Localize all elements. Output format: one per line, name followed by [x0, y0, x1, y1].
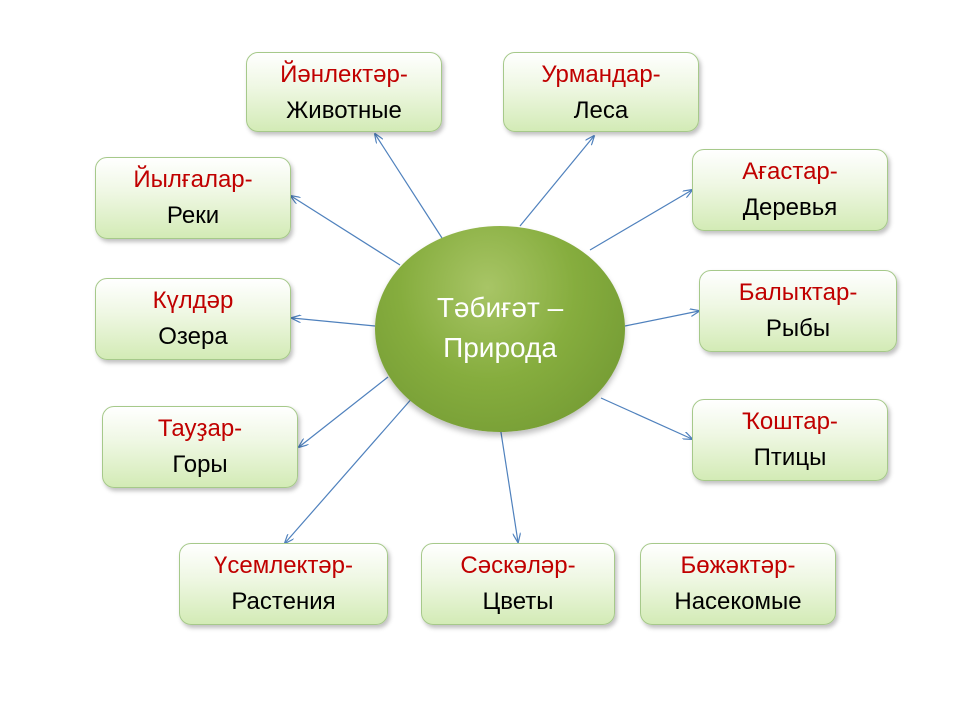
term-bashkir: Урмандар- — [541, 61, 661, 88]
arrow-to-mountains — [299, 376, 389, 447]
arrow-to-lakes — [292, 318, 376, 327]
node-forests: Урмандар- Леса — [503, 52, 699, 132]
center-topic-nature: Тәбиғәт – Природа — [375, 226, 625, 432]
arrow-to-trees — [589, 190, 692, 251]
term-bashkir: Йылғалар- — [133, 166, 253, 193]
term-bashkir: Сәскәләр- — [460, 552, 576, 579]
node-flowers: Сәскәләр- Цветы — [421, 543, 615, 625]
term-russian: Деревья — [742, 194, 838, 221]
arrow-to-fish — [624, 311, 699, 327]
node-animals: Йәнлектәр- Животные — [246, 52, 442, 132]
term-russian: Насекомые — [674, 588, 802, 615]
center-line-1: Тәбиғәт – — [436, 292, 564, 323]
arrow-to-rivers — [291, 196, 401, 266]
arrow-to-animals — [375, 134, 443, 239]
term-bashkir: Үсемлектәр- — [214, 552, 353, 579]
term-bashkir: Ағастар- — [742, 158, 838, 185]
term-russian: Животные — [286, 97, 402, 124]
node-lakes: Күлдәр Озера — [95, 278, 291, 360]
node-trees: Ағастар- Деревья — [692, 149, 888, 231]
term-russian: Горы — [172, 451, 228, 478]
arrow-to-flowers — [499, 425, 518, 542]
term-bashkir: Тауҙар- — [157, 415, 243, 442]
term-russian: Реки — [166, 202, 220, 229]
term-russian: Птицы — [753, 444, 827, 471]
term-russian: Леса — [573, 97, 629, 124]
term-bashkir: Балыҡтар- — [738, 279, 858, 306]
node-birds: Ҡоштар- Птицы — [692, 399, 888, 481]
center-line-2: Природа — [443, 332, 557, 363]
node-plants: Үсемлектәр- Растения — [179, 543, 388, 625]
node-fish: Балыҡтар- Рыбы — [699, 270, 897, 352]
term-russian: Озера — [158, 323, 228, 350]
node-rivers: Йылғалар- Реки — [95, 157, 291, 239]
term-bashkir: Йәнлектәр- — [280, 61, 408, 88]
term-bashkir: Күлдәр — [152, 287, 234, 314]
arrow-to-birds — [600, 397, 692, 439]
node-mountains: Тауҙар- Горы — [102, 406, 298, 488]
term-bashkir: Бөжәктәр- — [680, 552, 796, 579]
node-insects: Бөжәктәр- Насекомые — [640, 543, 836, 625]
arrow-to-plants — [285, 395, 415, 543]
term-bashkir: Ҡоштар- — [742, 408, 838, 435]
arrow-to-forests — [519, 136, 594, 227]
term-russian: Цветы — [482, 588, 554, 615]
term-russian: Рыбы — [765, 315, 831, 342]
term-russian: Растения — [231, 588, 336, 615]
